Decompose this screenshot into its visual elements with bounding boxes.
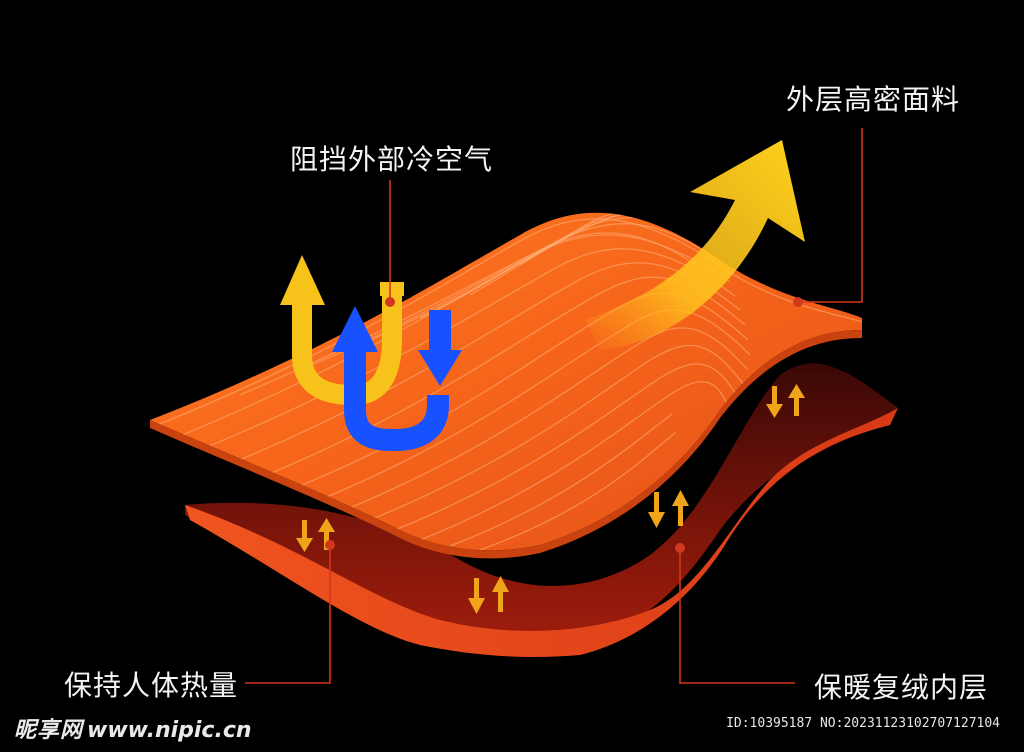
dot-inner-layer xyxy=(675,543,685,553)
label-retain-body-heat: 保持人体热量 xyxy=(64,669,239,702)
leader-lines xyxy=(245,128,863,684)
watermark-id: ID:10395187 NO:20231123102707127104 xyxy=(726,716,1000,731)
label-warm-inner-layer: 保暖复绒内层 xyxy=(814,671,989,704)
yellow-arrow-head xyxy=(280,255,325,305)
yellow-arrow-cap xyxy=(380,282,404,296)
blue-up-arrow-head xyxy=(332,306,378,352)
label-block-cold-air: 阻挡外部冷空气 xyxy=(290,143,494,176)
heat-escape-arrow xyxy=(585,140,805,350)
blue-down-arrow-head xyxy=(418,350,462,386)
blue-blocked-arrow xyxy=(344,310,451,452)
inner-layer xyxy=(185,363,898,657)
dot-block-cold-air xyxy=(385,297,395,307)
watermark-url: www.nipic.cn xyxy=(87,718,252,743)
leader-dots xyxy=(325,297,803,553)
label-outer-fabric: 外层高密面料 xyxy=(786,83,961,116)
watermark-brand: 昵享网 xyxy=(14,718,84,743)
paired-arrows xyxy=(296,384,805,614)
dot-outer-fabric xyxy=(793,297,803,307)
dot-retain-heat xyxy=(325,540,335,550)
